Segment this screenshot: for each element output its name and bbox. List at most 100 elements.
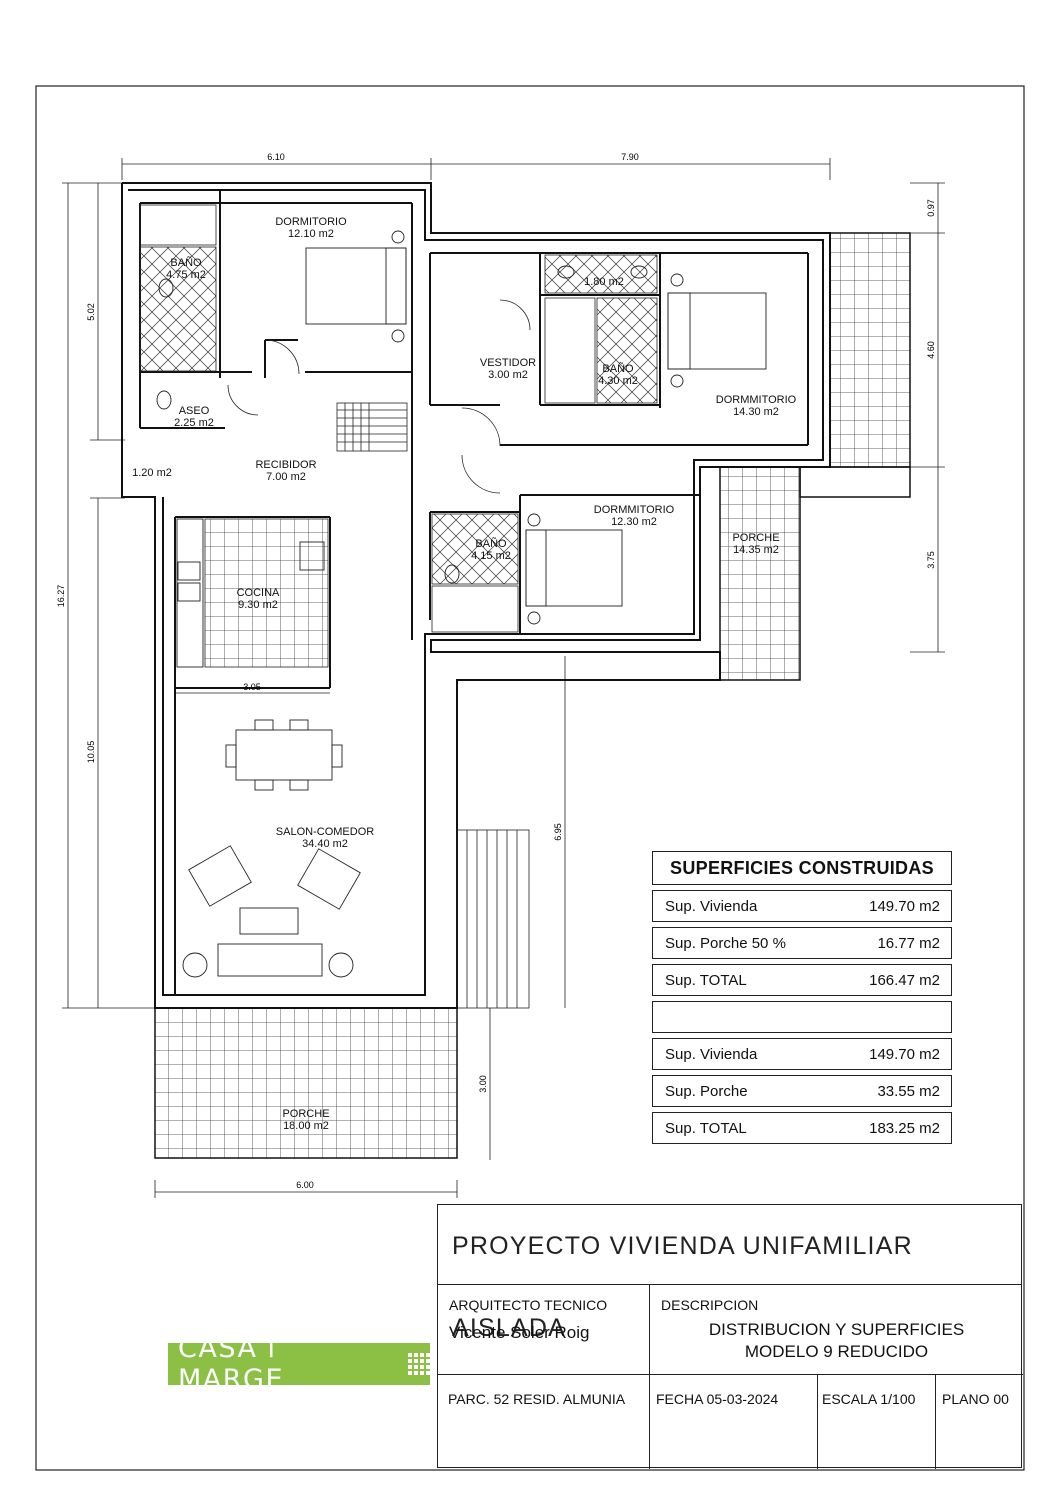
room-area: 2.25 m2 [174,417,214,429]
dimension-lines [62,158,945,1198]
plan-number-cell: PLANO 00 [942,1391,1009,1407]
surface-row: Sup. Porche 33.55 m2 [652,1075,952,1107]
room-area: 12.10 m2 [288,228,334,240]
room-area: 4.30 m2 [598,375,638,387]
surface-value: 166.47 m2 [869,971,940,989]
dim-right-a: 0.97 [926,199,936,217]
architect-cell: ARQUITECTO TECNICO Vicente Soler Roig [438,1285,650,1375]
stairs [336,402,530,1009]
dim-left-lower: 10.05 [86,741,96,764]
parcel-cell: PARC. 52 RESID. ALMUNIA [438,1375,650,1469]
room-area: 3.00 m2 [488,369,528,381]
room-area: 14.35 m2 [733,544,779,556]
room-area: 7.00 m2 [266,471,306,483]
surface-label: Sup. TOTAL [665,971,747,989]
surface-label: Sup. Porche [665,1082,748,1100]
room-name: BAÑO [475,538,507,550]
surface-row: Sup. TOTAL 183.25 m2 [652,1112,952,1144]
room-area: 9.30 m2 [238,599,278,611]
room-name: RECIBIDOR [255,459,317,471]
room-name: PORCHE [282,1108,330,1120]
room-name: DORMITORIO [275,216,347,228]
dim-top-left: 6.10 [267,152,285,162]
surface-label: Sup. Vivienda [665,1045,758,1063]
room-area: 12.30 m2 [611,516,657,528]
beds [305,230,767,625]
room-area: 34.40 m2 [302,838,348,850]
surface-row: Sup. Porche 50 % 16.77 m2 [652,927,952,959]
surfaces-title: SUPERFICIES CONSTRUIDAS [652,851,952,885]
surface-label: Sup. Vivienda [665,897,758,915]
description-line-2: MODELO 9 REDUCIDO [744,1342,929,1361]
description-line-1: DISTRIBUCION Y SUPERFICIES [708,1320,965,1339]
surface-row: Sup. TOTAL 166.47 m2 [652,964,952,996]
architect-name: Vicente Soler Roig [449,1323,590,1342]
dim-bottom: 6.00 [296,1180,314,1190]
tiled-areas [139,204,911,1159]
dim-right-b: 4.60 [926,341,936,359]
room-name: VESTIDOR [479,357,537,369]
surface-value: 16.77 m2 [877,934,940,952]
doors [227,299,531,494]
dim-left-total: 16.27 [56,585,66,608]
dim-right-c: 3.75 [926,551,936,569]
dim-left-upper: 5.02 [86,303,96,321]
room-label-ext: 1.20 m2 [132,467,172,479]
project-title: PROYECTO VIVIENDA UNIFAMILIAR AISLADA [438,1205,1021,1342]
room-area: 14.30 m2 [733,406,779,418]
dim-porch: 3.00 [478,1075,488,1093]
dim-top-right: 7.90 [621,152,639,162]
surface-label: Sup. Porche 50 % [665,934,786,952]
logo-text: CASA i MARGE [178,1333,285,1395]
title-block: PROYECTO VIVIENDA UNIFAMILIAR AISLADA AR… [437,1204,1023,1469]
room-name: ASEO [178,405,210,417]
room-label-bano-2: 1.80 m2 [584,276,624,288]
surface-value: 149.70 m2 [869,897,940,915]
surface-value: 183.25 m2 [869,1119,940,1137]
scale-cell: ESCALA 1/100 [818,1375,936,1469]
description-cell: DESCRIPCION DISTRIBUCION Y SUPERFICIES M… [650,1285,1023,1375]
surface-row-empty [652,1001,952,1033]
dim-kitchen: 3.05 [243,682,261,692]
furniture [156,265,648,978]
room-name: COCINA [236,587,280,599]
room-name: DORMMITORIO [715,394,797,406]
surface-row: Sup. Vivienda 149.70 m2 [652,890,952,922]
logo-grid-icon [408,1353,430,1375]
room-area: 1.80 m2 [584,276,624,288]
room-area: 18.00 m2 [283,1120,329,1132]
room-area: 1.20 m2 [132,467,172,479]
architect-label: ARQUITECTO TECNICO [449,1297,608,1313]
room-name: SALON-COMEDOR [275,826,375,838]
sheet-frame [35,85,1025,1471]
surface-value: 33.55 m2 [877,1082,940,1100]
description-label: DESCRIPCION [661,1297,759,1313]
room-name: PORCHE [732,532,780,544]
room-area: 4.75 m2 [166,269,206,281]
surfaces-table: SUPERFICIES CONSTRUIDAS Sup. Vivienda 149… [652,851,952,1149]
surface-label: Sup. TOTAL [665,1119,747,1137]
date-cell: FECHA 05-03-2024 [650,1375,818,1469]
dim-mid: 6.95 [553,823,563,841]
surface-row: Sup. Vivienda 149.70 m2 [652,1038,952,1070]
room-name: BAÑO [170,257,202,269]
room-area: 4.15 m2 [471,550,511,562]
casa-i-marge-logo: CASA i MARGE [168,1333,430,1395]
room-name: DORMMITORIO [593,504,675,516]
room-name: BAÑO [602,363,634,375]
surface-value: 149.70 m2 [869,1045,940,1063]
